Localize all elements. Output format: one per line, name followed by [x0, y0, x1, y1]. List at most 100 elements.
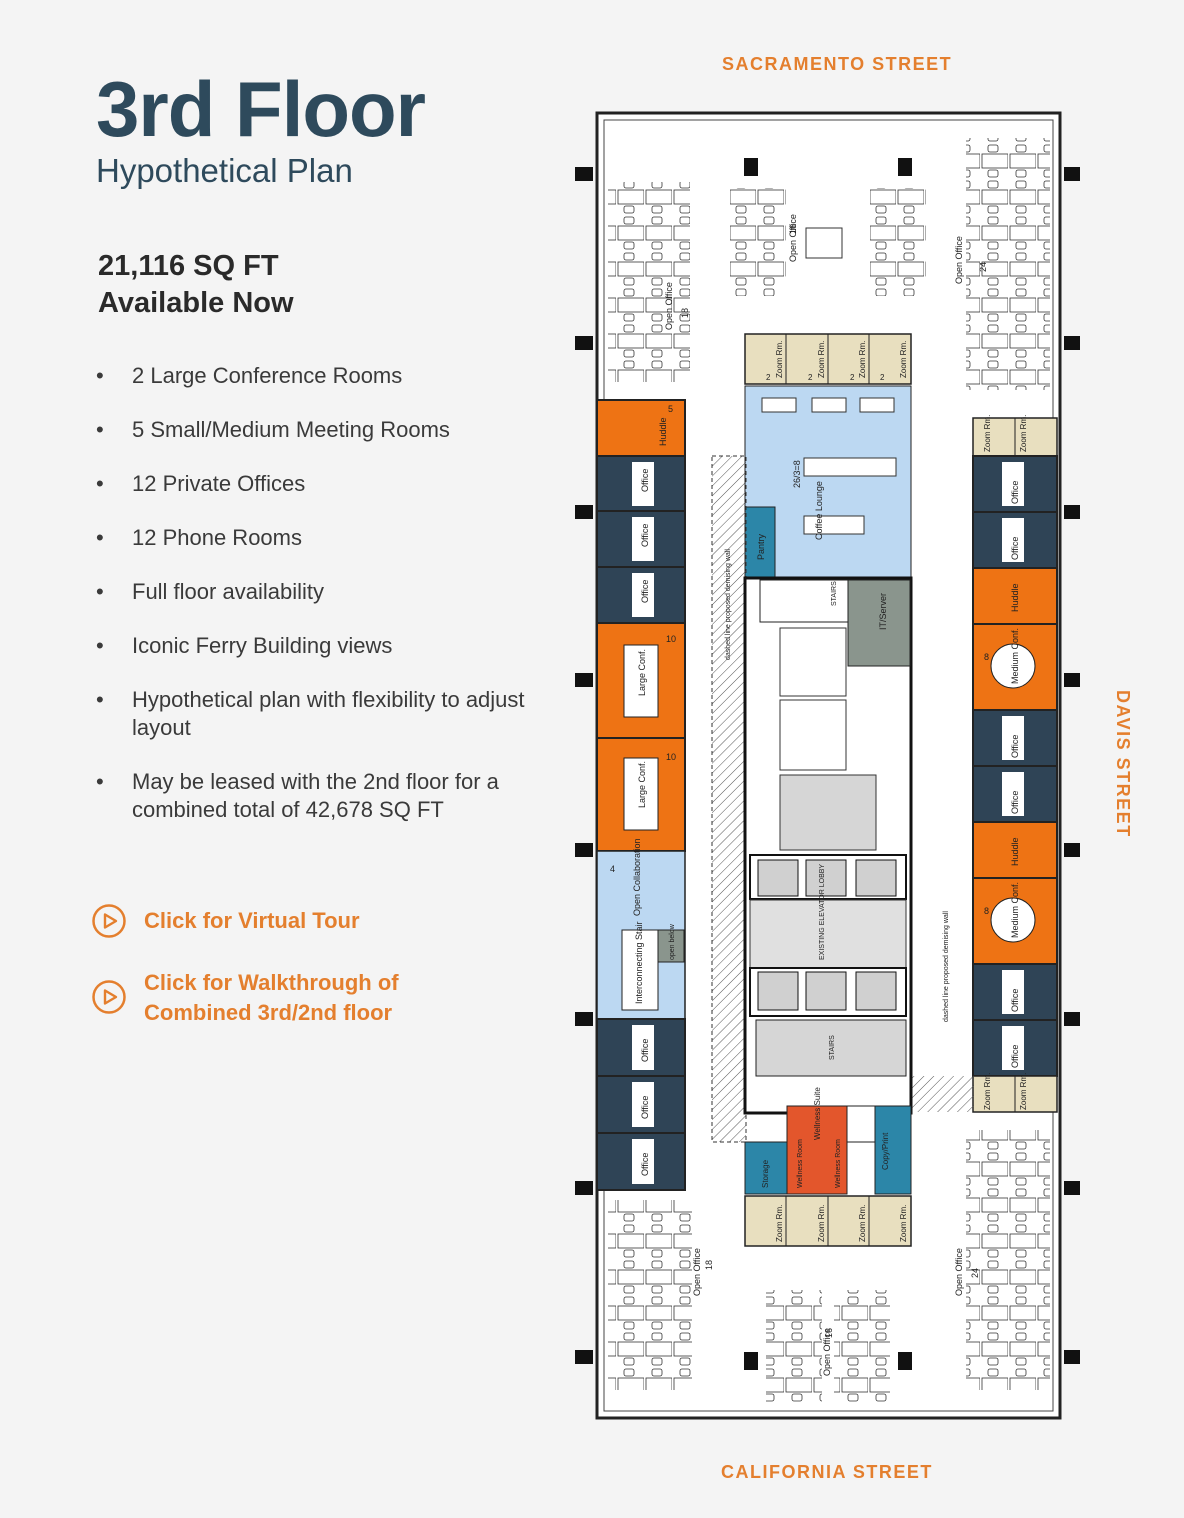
office-label: Office	[1010, 1045, 1020, 1068]
zoom-capacity: 2	[880, 373, 885, 382]
open-below-label: open below	[669, 923, 676, 960]
office-label: Office	[640, 1096, 650, 1119]
office-label: Office	[1010, 791, 1020, 814]
copy-print-label: Copy/Print	[881, 1132, 890, 1170]
page-title: 3rd Floor	[96, 65, 426, 153]
bullet: •	[96, 579, 104, 604]
pantry-label: Pantry	[756, 533, 766, 560]
walkthrough-label: Click for Walkthrough of Combined 3rd/2n…	[144, 970, 399, 1025]
open-office-capacity: 18	[680, 308, 690, 318]
open-office-label: Open Office	[954, 1248, 964, 1296]
office-label: Office	[640, 469, 650, 492]
bottom-service-rooms: Storage Wellness Suite Wellness Room Wel…	[744, 1087, 912, 1247]
zoom-room-label: Zoom Rm.	[899, 341, 908, 378]
large-conf-capacity: 10	[666, 752, 676, 762]
open-collab-label: Open Collaboration	[632, 838, 642, 916]
zoom-capacity: 2	[850, 373, 855, 382]
bullet: •	[96, 363, 104, 388]
bullet: •	[96, 769, 104, 794]
open-office-capacity: 24	[978, 262, 988, 272]
coffee-capacity: 26/3=8	[792, 460, 802, 488]
zoom-room-label: Zoom Rm.	[858, 1205, 867, 1242]
bullet: •	[96, 525, 104, 550]
feature-item: •Iconic Ferry Building views	[96, 633, 393, 658]
huddle-label: Huddle	[658, 417, 668, 446]
feature-item: •2 Large Conference Rooms	[96, 363, 403, 388]
huddle-label: Huddle	[1010, 583, 1020, 612]
page-subtitle: Hypothetical Plan	[96, 152, 353, 189]
play-circle-icon	[92, 980, 126, 1014]
large-conf-label: Large Conf.	[637, 649, 647, 696]
zoom-capacity: 2	[766, 373, 771, 382]
interconnecting-stair-label: Interconnecting Stair	[634, 921, 644, 1004]
open-office-label: Open Office	[822, 1328, 832, 1376]
feature-item: •12 Private Offices	[96, 471, 306, 496]
open-office-capacity: 24	[970, 1268, 980, 1278]
open-collab-capacity: 4	[610, 864, 615, 874]
wellness-room-label: Wellness Room	[835, 1139, 842, 1188]
wellness-room-label: Wellness Room	[797, 1139, 804, 1188]
zoom-room-label: Zoom Rm.	[858, 341, 867, 378]
coffee-lounge-area: 26/3=8 Coffee Lounge Pantry	[744, 385, 912, 579]
feature-item: •12 Phone Rooms	[96, 525, 302, 550]
office-label: Office	[1010, 989, 1020, 1012]
availability: 21,116 SQ FT Available Now	[98, 248, 294, 322]
zoom-room-label: Zoom Rm.	[817, 1205, 826, 1242]
open-office-label: Open Office	[788, 214, 798, 262]
zoom-room-label: Zoom Rm.	[983, 1073, 992, 1110]
office-label: Office	[640, 580, 650, 603]
demising-note: dashed line proposed demising wall	[943, 911, 950, 1022]
huddle-label: Huddle	[1010, 837, 1020, 866]
feature-list: •2 Large Conference Rooms •5 Small/Mediu…	[96, 362, 526, 850]
street-label-east: DAVIS STREET	[1113, 690, 1133, 838]
building-core: STAIRS IT/Server EXISTING ELEVATOR LOBBY…	[743, 576, 913, 1115]
zoom-room-label: Zoom Rm.	[1019, 415, 1028, 452]
virtual-tour-link[interactable]: Click for Virtual Tour	[92, 904, 464, 938]
demising-note: dashed line proposed demising wall	[725, 549, 732, 660]
office-label: Office	[1010, 537, 1020, 560]
open-office-capacity: 16	[788, 224, 798, 234]
wellness-suite-label: Wellness Suite	[813, 1087, 822, 1140]
bullet: •	[96, 633, 104, 658]
open-office-label: Open Office	[692, 1248, 702, 1296]
open-office-areas	[608, 138, 1050, 1402]
office-label: Office	[640, 1039, 650, 1062]
coffee-lounge-label: Coffee Lounge	[814, 481, 824, 540]
large-conf-label: Large Conf.	[637, 761, 647, 808]
storage-label: Storage	[761, 1159, 770, 1188]
open-office-label: Open Office	[954, 236, 964, 284]
floor-plan: Open Office 18 Open Office 16 Open Offic…	[575, 111, 1080, 1420]
play-circle-icon	[92, 904, 126, 938]
demising-hatch	[711, 455, 747, 1143]
walkthrough-link[interactable]: Click for Walkthrough of Combined 3rd/2n…	[92, 968, 464, 1028]
medium-conf-label: Medium Conf.	[1010, 882, 1020, 938]
large-conf-capacity: 10	[666, 634, 676, 644]
huddle-capacity: 5	[668, 404, 673, 414]
elevator-lobby-label: EXISTING ELEVATOR LOBBY	[819, 864, 826, 960]
zoom-room-label: Zoom Rm.	[983, 415, 992, 452]
office-label: Office	[640, 1153, 650, 1176]
it-server-label: IT/Server	[878, 593, 888, 630]
availability-status: Available Now	[98, 287, 294, 319]
street-label-north: SACRAMENTO STREET	[722, 54, 953, 74]
medium-conf-capacity: 8	[984, 652, 989, 662]
square-footage: 21,116 SQ FT	[98, 250, 279, 282]
office-label: Office	[640, 524, 650, 547]
right-room-column: Zoom Rm. Zoom Rm. Office Office Huddle M…	[972, 415, 1058, 1113]
feature-item: •Hypothetical plan with flexibility to a…	[96, 687, 525, 740]
bullet: •	[96, 471, 104, 496]
top-zoom-rooms: Zoom Rm. Zoom Rm. Zoom Rm. Zoom Rm. 2 2 …	[744, 333, 912, 385]
street-label-south: CALIFORNIA STREET	[721, 1462, 933, 1482]
virtual-tour-label: Click for Virtual Tour	[144, 908, 360, 933]
stairs-label: STAIRS	[831, 581, 838, 606]
zoom-room-label: Zoom Rm.	[1019, 1073, 1028, 1110]
feature-item: •Full floor availability	[96, 579, 324, 604]
columns	[575, 158, 1080, 1370]
zoom-capacity: 2	[808, 373, 813, 382]
open-office-label: Open Office	[664, 282, 674, 330]
feature-item: •5 Small/Medium Meeting Rooms	[96, 417, 450, 442]
stairs-label: STAIRS	[829, 1035, 836, 1060]
office-label: Office	[1010, 481, 1020, 504]
zoom-room-label: Zoom Rm.	[775, 341, 784, 378]
zoom-room-label: Zoom Rm.	[817, 341, 826, 378]
